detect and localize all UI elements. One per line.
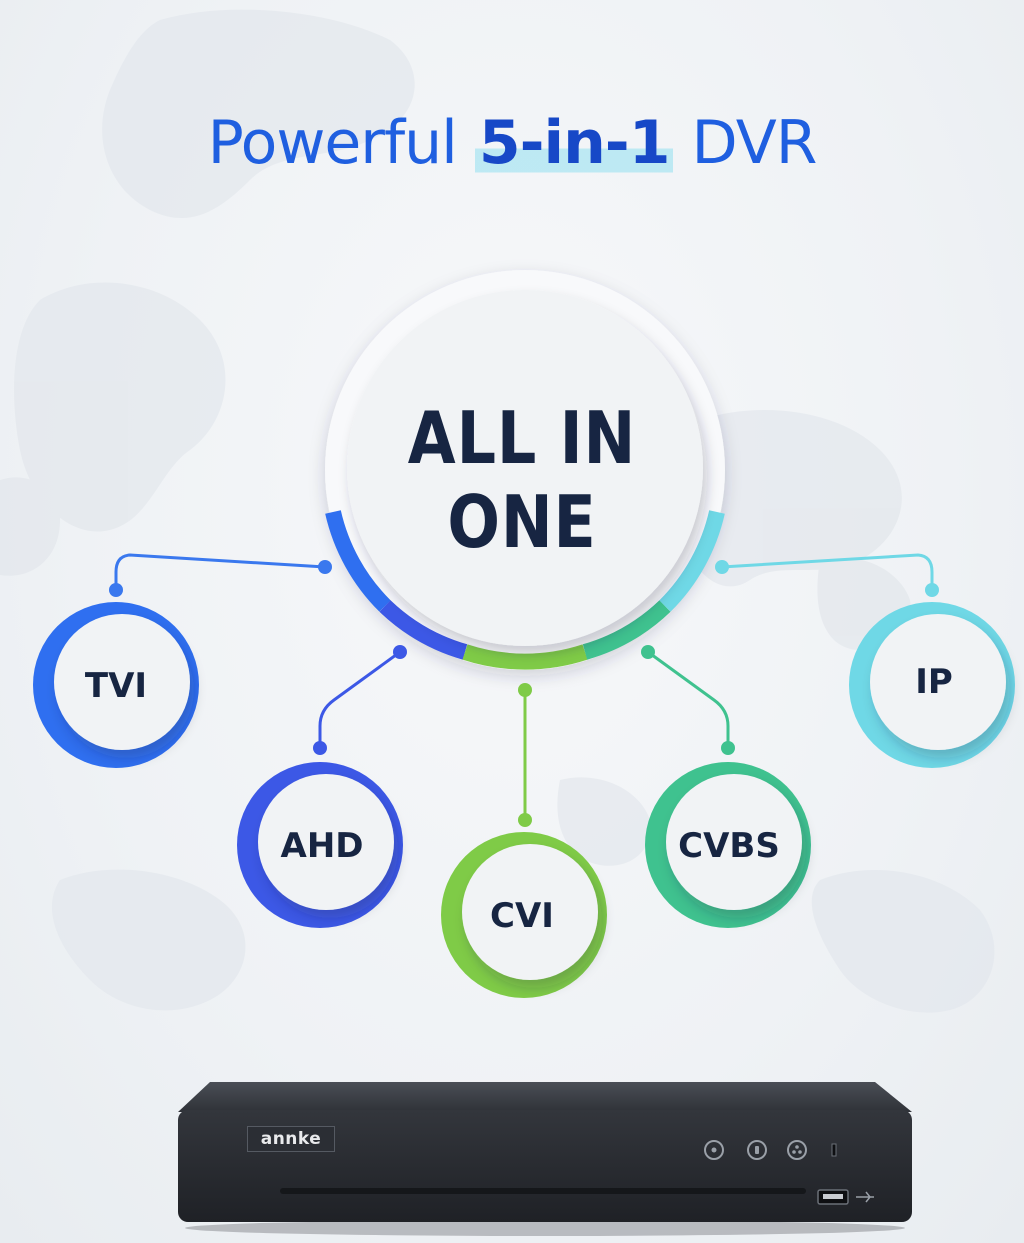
node-label-ahd: AHD [280,826,364,866]
node-ip [849,602,1015,768]
dvr-front-slot [280,1188,806,1194]
connector-ip [721,553,934,590]
connector-ahd [318,650,401,748]
hub-arc-ip [659,510,725,612]
node-tvi [33,602,199,768]
node-label-tvi: TVI [84,666,148,706]
node-cvi [441,832,607,998]
hub-arc-tvi [325,510,391,612]
dvr-top-panel [178,1082,912,1112]
hub-line-1: ALL IN [407,396,637,480]
power-icon [704,1140,724,1160]
usb-icon [856,1191,874,1203]
headline-highlight: 5-in-1 [474,108,674,178]
headline-prefix: Powerful [207,108,458,178]
hub-arc-ahd [379,600,468,660]
hub-arc-cvbs [582,600,671,660]
hub-color-ring [325,510,725,670]
connector-tvi [114,553,326,590]
connector-cvbs [647,650,730,748]
dvr-device [178,1082,912,1236]
node-ahd [237,762,403,928]
record-icon [747,1140,767,1160]
headline: Powerful 5-in-1 DVR [0,108,1024,178]
node-cvbs [645,762,811,928]
headline-suffix: DVR [691,108,818,178]
hub-label: ALL IN ONE [393,396,651,564]
network-icon [787,1140,807,1160]
dvr-status-icons [704,1140,807,1160]
brand-logo: annke [247,1126,335,1152]
connector-dots [109,560,939,827]
connector-lines [114,553,934,820]
hub-inner-disc [347,290,703,646]
hub-line-2: ONE [447,480,597,564]
hub-arc-cvi [462,644,588,670]
node-label-cvi: CVI [490,896,554,936]
ir-sensor-icon [831,1143,837,1157]
node-label-ip: IP [915,662,953,702]
node-label-cvbs: CVBS [678,826,780,866]
